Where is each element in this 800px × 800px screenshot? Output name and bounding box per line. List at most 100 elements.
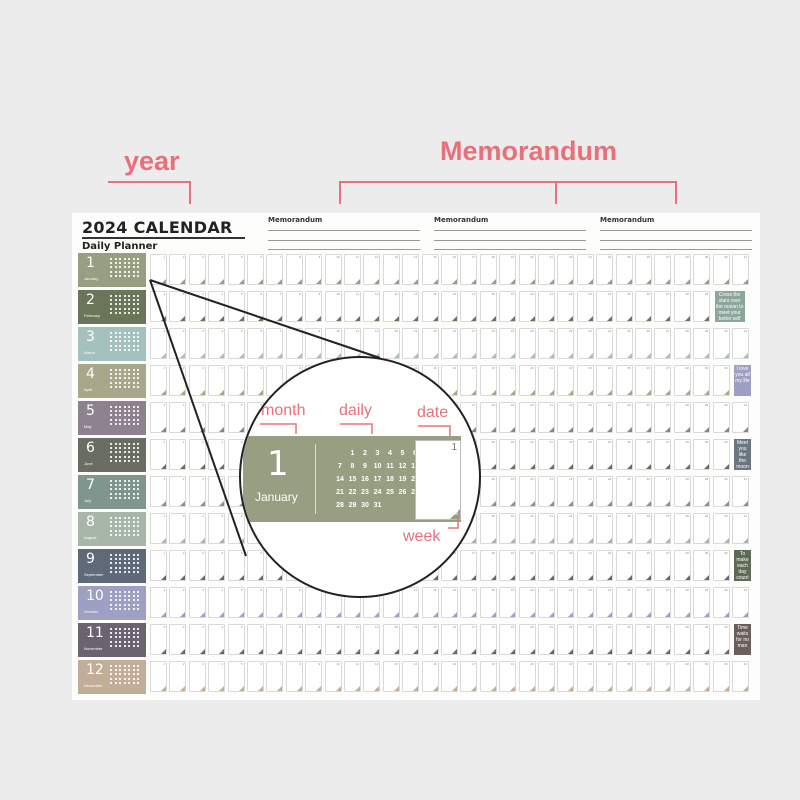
day-cell[interactable]: 22 [557,513,575,544]
day-cell[interactable]: 3 [188,476,206,507]
day-cell[interactable]: 16 [441,328,458,359]
day-cell[interactable]: 19 [499,661,517,692]
day-cell[interactable]: 28 [673,439,691,470]
day-cell[interactable]: 18 [479,402,497,433]
day-cell[interactable]: 2 [169,513,187,544]
day-cell[interactable]: 22 [557,291,575,322]
day-cell[interactable]: 4 [208,402,226,433]
day-cell[interactable]: 6 [247,328,264,359]
day-cell[interactable]: 26 [635,291,652,322]
day-cell[interactable]: 17 [460,624,478,655]
day-cell[interactable]: 2 [169,587,187,618]
day-cell[interactable]: 1 [150,587,167,618]
day-cell[interactable]: 31 [732,587,749,618]
day-cell[interactable]: 5 [227,328,245,359]
day-cell[interactable]: 27 [654,291,672,322]
day-cell[interactable]: 27 [654,439,672,470]
day-cell[interactable]: 24 [596,365,614,396]
day-cell[interactable]: 1 [150,439,167,470]
day-cell[interactable]: 24 [596,439,614,470]
day-cell[interactable]: 1 [150,254,167,285]
day-cell[interactable]: 21 [538,661,555,692]
day-cell[interactable]: 27 [654,476,672,507]
day-cell[interactable]: 1 [150,550,167,581]
day-cell[interactable]: 27 [654,624,672,655]
day-cell[interactable]: 24 [596,661,614,692]
day-cell[interactable]: 21 [538,513,555,544]
day-cell[interactable]: 11 [344,661,361,692]
day-cell[interactable]: 23 [576,365,594,396]
day-cell[interactable]: 13 [382,328,400,359]
day-cell[interactable]: 25 [615,587,633,618]
day-cell[interactable]: 27 [654,550,672,581]
day-cell[interactable]: 24 [596,254,614,285]
day-cell[interactable]: 30 [712,365,730,396]
day-cell[interactable]: 5 [227,254,245,285]
day-cell[interactable]: 27 [654,587,672,618]
day-cell[interactable]: 28 [673,291,691,322]
day-cell[interactable]: 8 [285,254,303,285]
day-cell[interactable]: 26 [635,439,652,470]
day-cell[interactable]: 28 [673,402,691,433]
day-cell[interactable]: 15 [421,624,439,655]
day-cell[interactable]: 4 [208,624,226,655]
day-cell[interactable]: 29 [693,291,711,322]
day-cell[interactable]: 26 [635,587,652,618]
memo-box-3[interactable]: Memorandum [600,216,752,250]
day-cell[interactable]: 15 [421,587,439,618]
day-cell[interactable]: 17 [460,661,478,692]
day-cell[interactable]: 7 [266,291,284,322]
day-cell[interactable]: 2 [169,439,187,470]
day-cell[interactable]: 8 [285,328,303,359]
day-cell[interactable]: 24 [596,550,614,581]
day-cell[interactable]: 31 [732,328,749,359]
day-cell[interactable]: 23 [576,254,594,285]
day-cell[interactable]: 18 [479,624,497,655]
day-cell[interactable]: 29 [693,550,711,581]
day-cell[interactable]: 26 [635,661,652,692]
day-cell[interactable]: 25 [615,550,633,581]
day-cell[interactable]: 29 [693,365,711,396]
day-cell[interactable]: 25 [615,513,633,544]
day-cell[interactable]: 30 [712,513,730,544]
day-cell[interactable]: 23 [576,476,594,507]
day-cell[interactable]: 4 [208,365,226,396]
day-cell[interactable]: 19 [499,587,517,618]
day-cell[interactable]: 25 [615,402,633,433]
day-cell[interactable]: 27 [654,254,672,285]
day-cell[interactable]: 5 [227,550,245,581]
day-cell[interactable]: 26 [635,402,652,433]
day-cell[interactable]: 12 [363,661,381,692]
day-cell[interactable]: 29 [693,476,711,507]
day-cell[interactable]: 11 [344,254,361,285]
day-cell[interactable]: 25 [615,624,633,655]
day-cell[interactable]: 20 [518,587,536,618]
day-cell[interactable]: 23 [576,624,594,655]
day-cell[interactable]: 21 [538,587,555,618]
day-cell[interactable]: 21 [538,439,555,470]
zoom-date-cell[interactable]: 1 M [415,440,461,520]
day-cell[interactable]: 29 [693,254,711,285]
day-cell[interactable]: 26 [635,550,652,581]
day-cell[interactable]: 18 [479,439,497,470]
day-cell[interactable]: 17 [460,550,478,581]
day-cell[interactable]: 2 [169,365,187,396]
day-cell[interactable]: 15 [421,254,439,285]
day-cell[interactable]: 26 [635,476,652,507]
day-cell[interactable]: 16 [441,661,458,692]
day-cell[interactable]: 3 [188,439,206,470]
day-cell[interactable]: 25 [615,476,633,507]
memo-box-2[interactable]: Memorandum [434,216,586,250]
day-cell[interactable]: 22 [557,402,575,433]
day-cell[interactable]: 5 [227,624,245,655]
day-cell[interactable]: 3 [188,587,206,618]
day-cell[interactable]: 16 [441,291,458,322]
day-cell[interactable]: 20 [518,661,536,692]
day-cell[interactable]: 27 [654,402,672,433]
day-cell[interactable]: 29 [693,328,711,359]
memo-box-1[interactable]: Memorandum [268,216,420,250]
day-cell[interactable]: 11 [344,624,361,655]
day-cell[interactable]: 2 [169,661,187,692]
day-cell[interactable]: 24 [596,587,614,618]
day-cell[interactable]: 3 [188,661,206,692]
